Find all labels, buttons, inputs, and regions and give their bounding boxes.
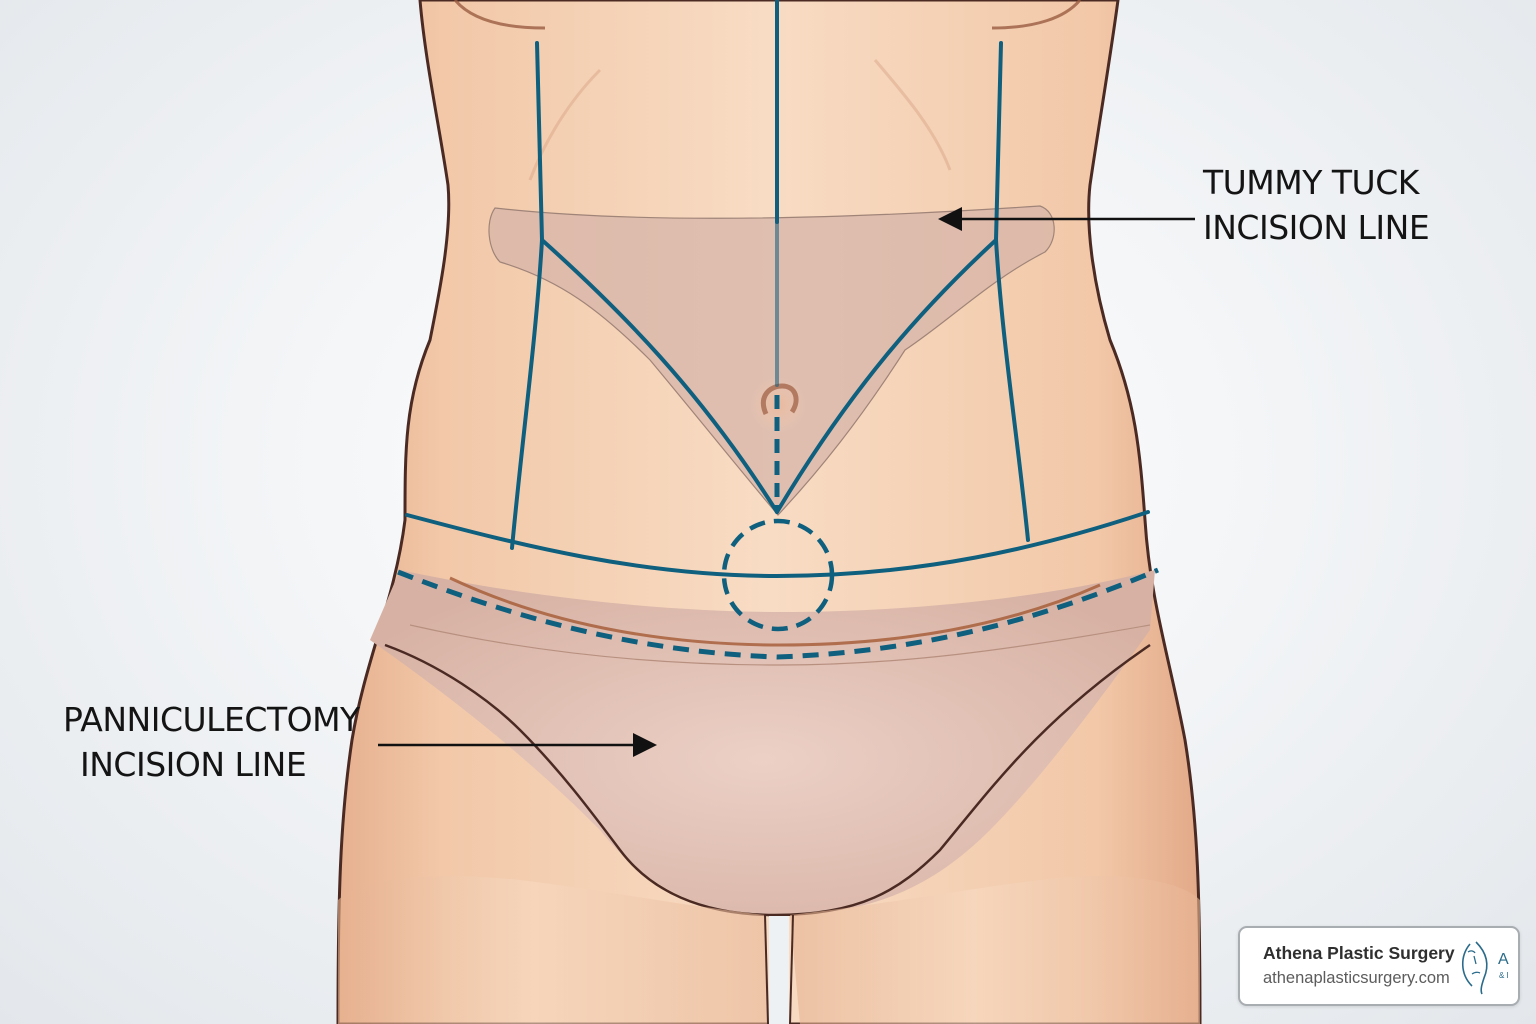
- tummy-tuck-label: TUMMY TUCK INCISION LINE: [1203, 160, 1430, 250]
- tummy-tuck-arrow: [938, 207, 1195, 231]
- tummy-tuck-label-line2: INCISION LINE: [1203, 208, 1430, 247]
- panniculectomy-label: PANNICULECTOMY INCISION LINE: [63, 697, 360, 787]
- brand-name: Athena Plastic Surgery: [1263, 943, 1455, 963]
- tummy-tuck-label-line1: TUMMY TUCK: [1203, 163, 1419, 202]
- panniculectomy-arrow: [378, 733, 657, 757]
- brand-badge[interactable]: Athena Plastic Surgery athenaplasticsurg…: [1238, 926, 1520, 1006]
- upper-excision-zone: [488, 205, 1055, 516]
- logo-sub: & I: [1499, 971, 1509, 980]
- logo-letter: A: [1498, 951, 1509, 968]
- panniculectomy-label-line1: PANNICULECTOMY: [63, 700, 360, 739]
- brand-url[interactable]: athenaplasticsurgery.com: [1263, 969, 1450, 987]
- face-logo-icon: A & I: [1461, 941, 1509, 995]
- incision-markings: [397, 0, 1159, 660]
- panniculectomy-label-line2: INCISION LINE: [80, 745, 307, 784]
